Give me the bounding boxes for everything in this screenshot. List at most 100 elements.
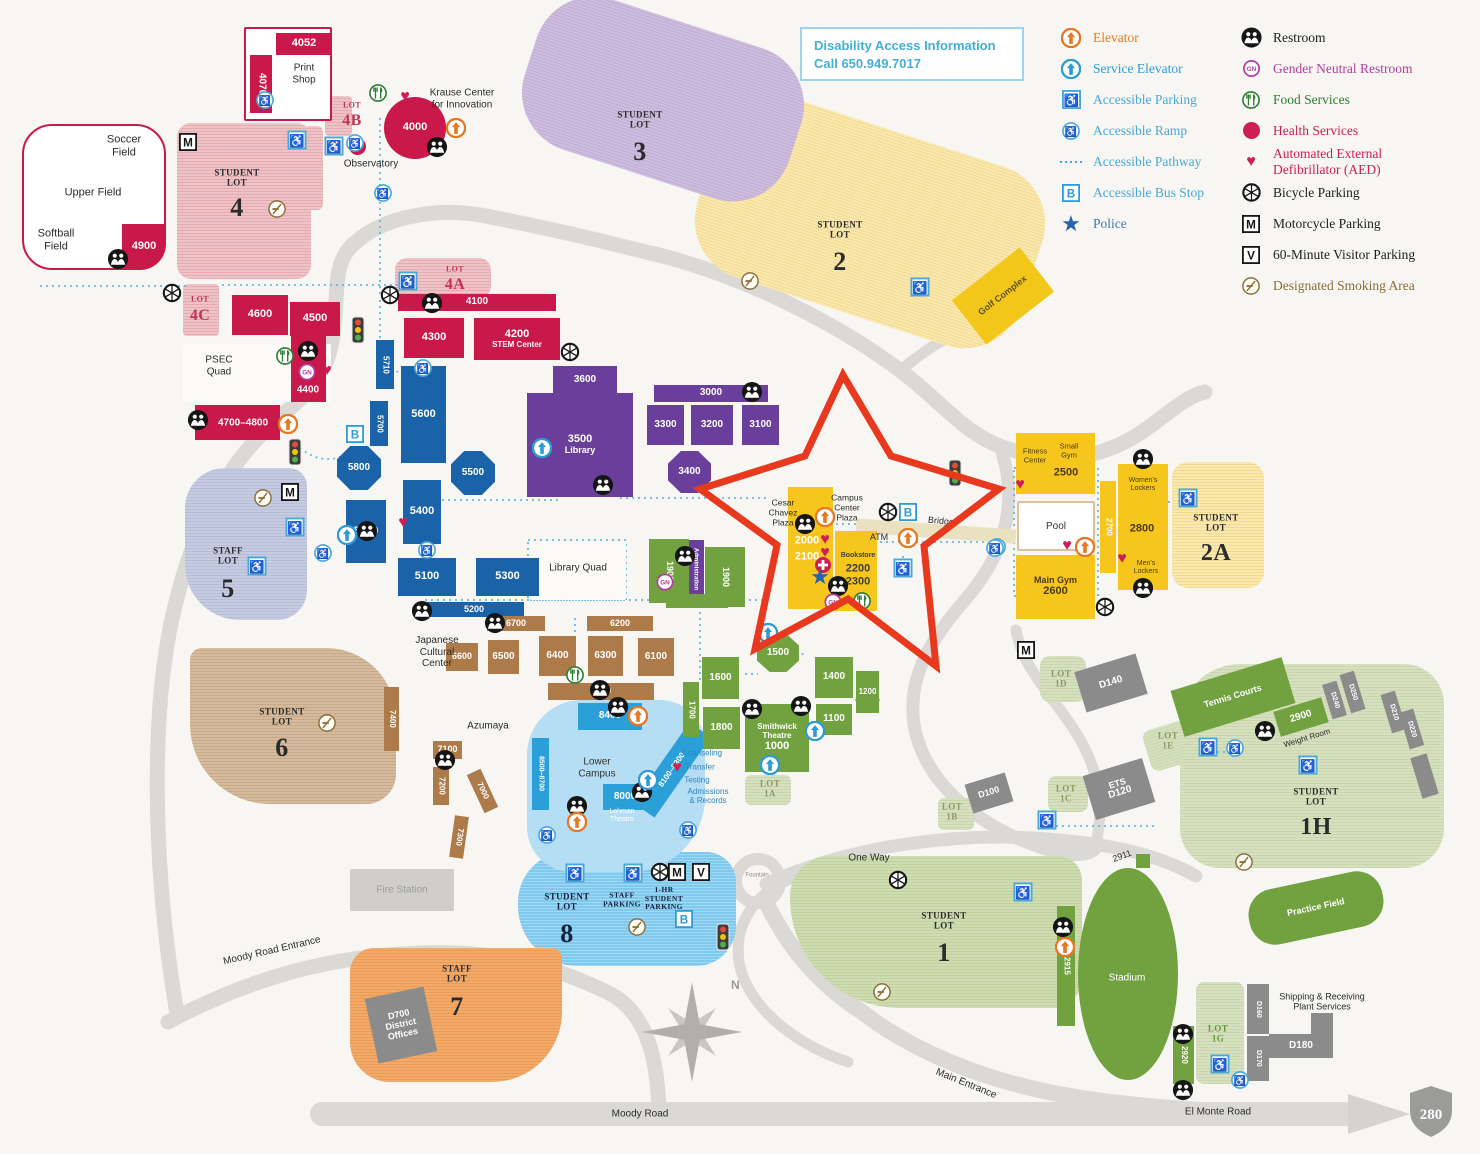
map-label: Moody Road — [611, 1108, 669, 1120]
building-4500: 4500 — [290, 302, 340, 336]
legend-label: Bicycle Parking — [1273, 184, 1360, 200]
building-4600: 4600 — [232, 295, 288, 335]
svg-text:GN: GN — [828, 600, 838, 607]
svg-text:♿: ♿ — [1065, 126, 1077, 138]
building-label: 2920 — [1179, 1046, 1189, 1064]
building-3100: 3100 — [742, 405, 779, 445]
legend-label: Health Services — [1273, 122, 1359, 138]
map-label: LOT 1B — [941, 801, 963, 822]
map-label: 2911 — [1111, 847, 1133, 864]
building-label: 1800 — [710, 721, 733, 733]
building-5300: 5300 — [476, 558, 539, 596]
map-label: 4 — [230, 193, 244, 223]
legend-item-gender-neutral-restroom: GN Gender Neutral Restroom — [1238, 53, 1415, 84]
legend-item-accessible-pathway: Accessible Pathway — [1058, 146, 1204, 177]
building-1400: 1400 — [815, 657, 853, 698]
accessible-bus-stop-icon: B — [675, 910, 693, 928]
bicycle-parking-icon — [162, 283, 182, 303]
accessible-parking-icon: ♿ — [398, 271, 418, 291]
accessible-parking-icon: ♿ — [247, 556, 267, 576]
map-label: Small Gym — [1059, 441, 1079, 459]
building-label: 5300 — [495, 570, 520, 583]
map-label: Men's Lockers — [1133, 559, 1159, 575]
building-label: 3600 — [573, 373, 597, 385]
map-label: LOT 1G — [1207, 1023, 1229, 1044]
disability-info-line1: Disability Access Information — [814, 37, 996, 53]
building-label: 1900 — [720, 566, 731, 588]
accessible-parking-icon: ♿ — [623, 863, 643, 883]
building-6100: 6100 — [638, 638, 674, 676]
elevator-icon — [898, 528, 918, 548]
building-label: 1400 — [822, 671, 846, 683]
elevator-icon — [567, 812, 587, 832]
accessible-ramp-icon: ♿ — [538, 826, 556, 844]
building-4900: 4900 — [122, 224, 166, 270]
student-lot-3 — [506, 0, 820, 218]
accessible-ramp-icon: ♿ — [1058, 121, 1084, 140]
map-label: Shipping & Receiving Plant Services — [1279, 991, 1365, 1012]
building-2700: 2700 — [1100, 481, 1116, 573]
building-label: 6300 — [594, 649, 617, 661]
restroom-icon — [411, 600, 433, 622]
map-label: Observatory — [343, 158, 399, 170]
building-7200: 7200 — [433, 767, 449, 805]
svg-text:M: M — [1021, 645, 1031, 658]
svg-text:M: M — [1246, 218, 1256, 231]
map-label: 4A — [444, 275, 466, 293]
map-label: Main Entrance — [934, 1066, 999, 1101]
highway-280-shield — [1410, 1086, 1452, 1137]
accessible-parking-icon: ♿ — [910, 277, 930, 297]
accessible-parking-icon: ♿ — [565, 863, 585, 883]
accessible-ramp-icon: ♿ — [986, 539, 1004, 557]
map-label: Library Quad — [549, 562, 607, 574]
building-1700: 1700 — [683, 682, 699, 737]
building-label: 6100 — [644, 650, 668, 662]
svg-text:GN: GN — [1246, 66, 1256, 73]
legend-item-food-services: Food Services — [1238, 84, 1415, 115]
map-label: Transfer — [685, 762, 715, 772]
building-label: Practice Field — [1286, 896, 1346, 919]
restroom-icon — [1238, 27, 1264, 48]
map-label: 3 — [633, 137, 647, 167]
building-label: 2915 — [1062, 957, 1072, 975]
map-label: Japanese Cultural Center — [415, 634, 459, 669]
legend-label: Gender Neutral Restroom — [1273, 60, 1413, 76]
building-label: 7200 — [437, 777, 447, 795]
svg-text:♿: ♿ — [377, 188, 389, 200]
building-label: 5600 — [411, 407, 436, 420]
restroom-icon — [297, 340, 319, 362]
accessible-ramp-icon: ♿ — [679, 821, 697, 839]
restroom-icon — [107, 248, 129, 270]
building-label: 4600 — [247, 308, 273, 321]
map-label: Krause Center for Innovation — [429, 87, 495, 111]
legend-item-designated-smoking-area: Designated Smoking Area — [1238, 270, 1415, 301]
map-label: Fountain — [745, 872, 769, 879]
accessible-pathway-icon — [1058, 157, 1084, 167]
building-label: 2900 — [1288, 707, 1313, 725]
map-label: Softball Field — [37, 227, 75, 252]
building-label: D250 — [1346, 682, 1359, 701]
restroom-icon — [1172, 1079, 1194, 1101]
restroom-icon — [1132, 448, 1154, 470]
building-label: 3400 — [678, 465, 701, 477]
smoking-area-icon — [741, 272, 759, 290]
svg-text:♿: ♿ — [1234, 1075, 1246, 1087]
svg-text:♿: ♿ — [349, 138, 361, 150]
disability-info-box: Disability Access Information Call 650.9… — [800, 27, 1024, 81]
svg-text:M: M — [183, 137, 193, 150]
service-elevator-icon — [760, 755, 780, 775]
map-label: 4B — [342, 111, 362, 129]
map-label: Moody Road Entrance — [222, 934, 322, 968]
building-label: 5200 — [463, 603, 485, 614]
map-label: STUDENT LOT — [617, 109, 663, 130]
building-6200: 6200 — [587, 616, 653, 631]
svg-text:B: B — [680, 914, 688, 927]
building-2911 — [1136, 854, 1150, 868]
service-elevator-icon — [805, 721, 825, 741]
building-8500-8700: 8500–8700 — [532, 738, 549, 810]
bicycle-parking-icon — [1238, 183, 1264, 202]
building-5400: 5400 — [403, 480, 441, 544]
